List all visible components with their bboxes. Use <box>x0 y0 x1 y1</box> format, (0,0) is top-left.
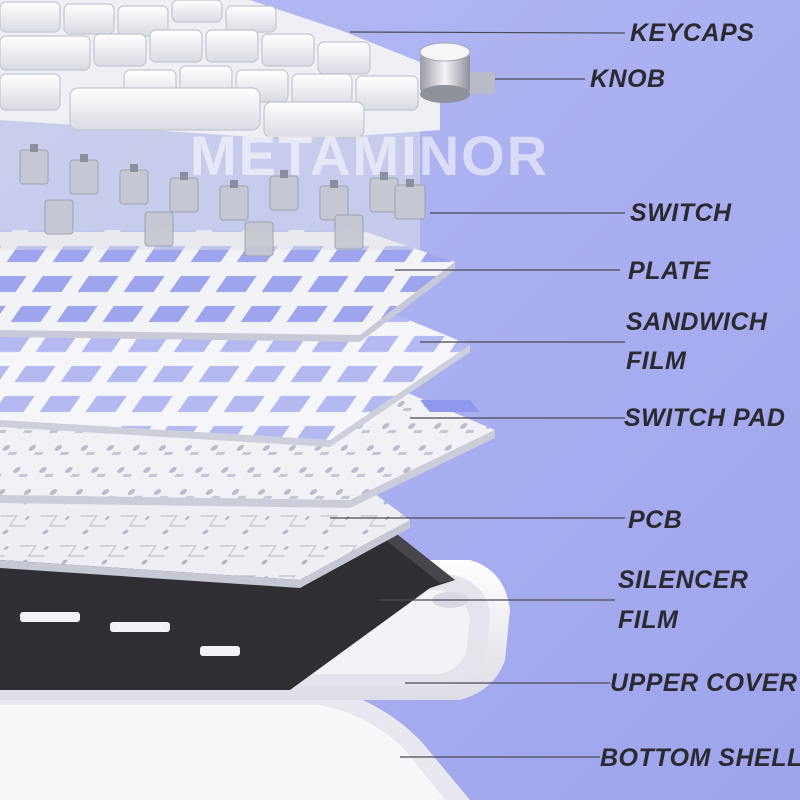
label-silencer-film-line1: SILENCER <box>618 566 749 594</box>
label-sandwich-film-line1: SANDWICH <box>626 308 768 336</box>
label-knob: KNOB <box>590 65 666 93</box>
label-switch: SWITCH <box>630 199 732 227</box>
label-switch-pad: SWITCH PAD <box>624 404 786 432</box>
label-bottom-shell: BOTTOM SHELL <box>600 744 800 772</box>
label-pcb: PCB <box>628 506 683 534</box>
leader-lines <box>330 31 626 758</box>
knob-icon <box>419 42 495 103</box>
brand-watermark: METAMINOR <box>190 124 550 187</box>
label-upper-cover: UPPER COVER <box>610 669 798 697</box>
keycaps-layer <box>0 0 440 140</box>
label-plate: PLATE <box>628 257 711 285</box>
leader-keycaps <box>349 31 626 34</box>
label-silencer-film-line2: FILM <box>618 606 679 634</box>
bottom-shell-layer <box>0 690 470 800</box>
plate-layer <box>0 230 455 342</box>
label-keycaps: KEYCAPS <box>630 19 755 47</box>
label-sandwich-film-line2: FILM <box>626 347 687 375</box>
